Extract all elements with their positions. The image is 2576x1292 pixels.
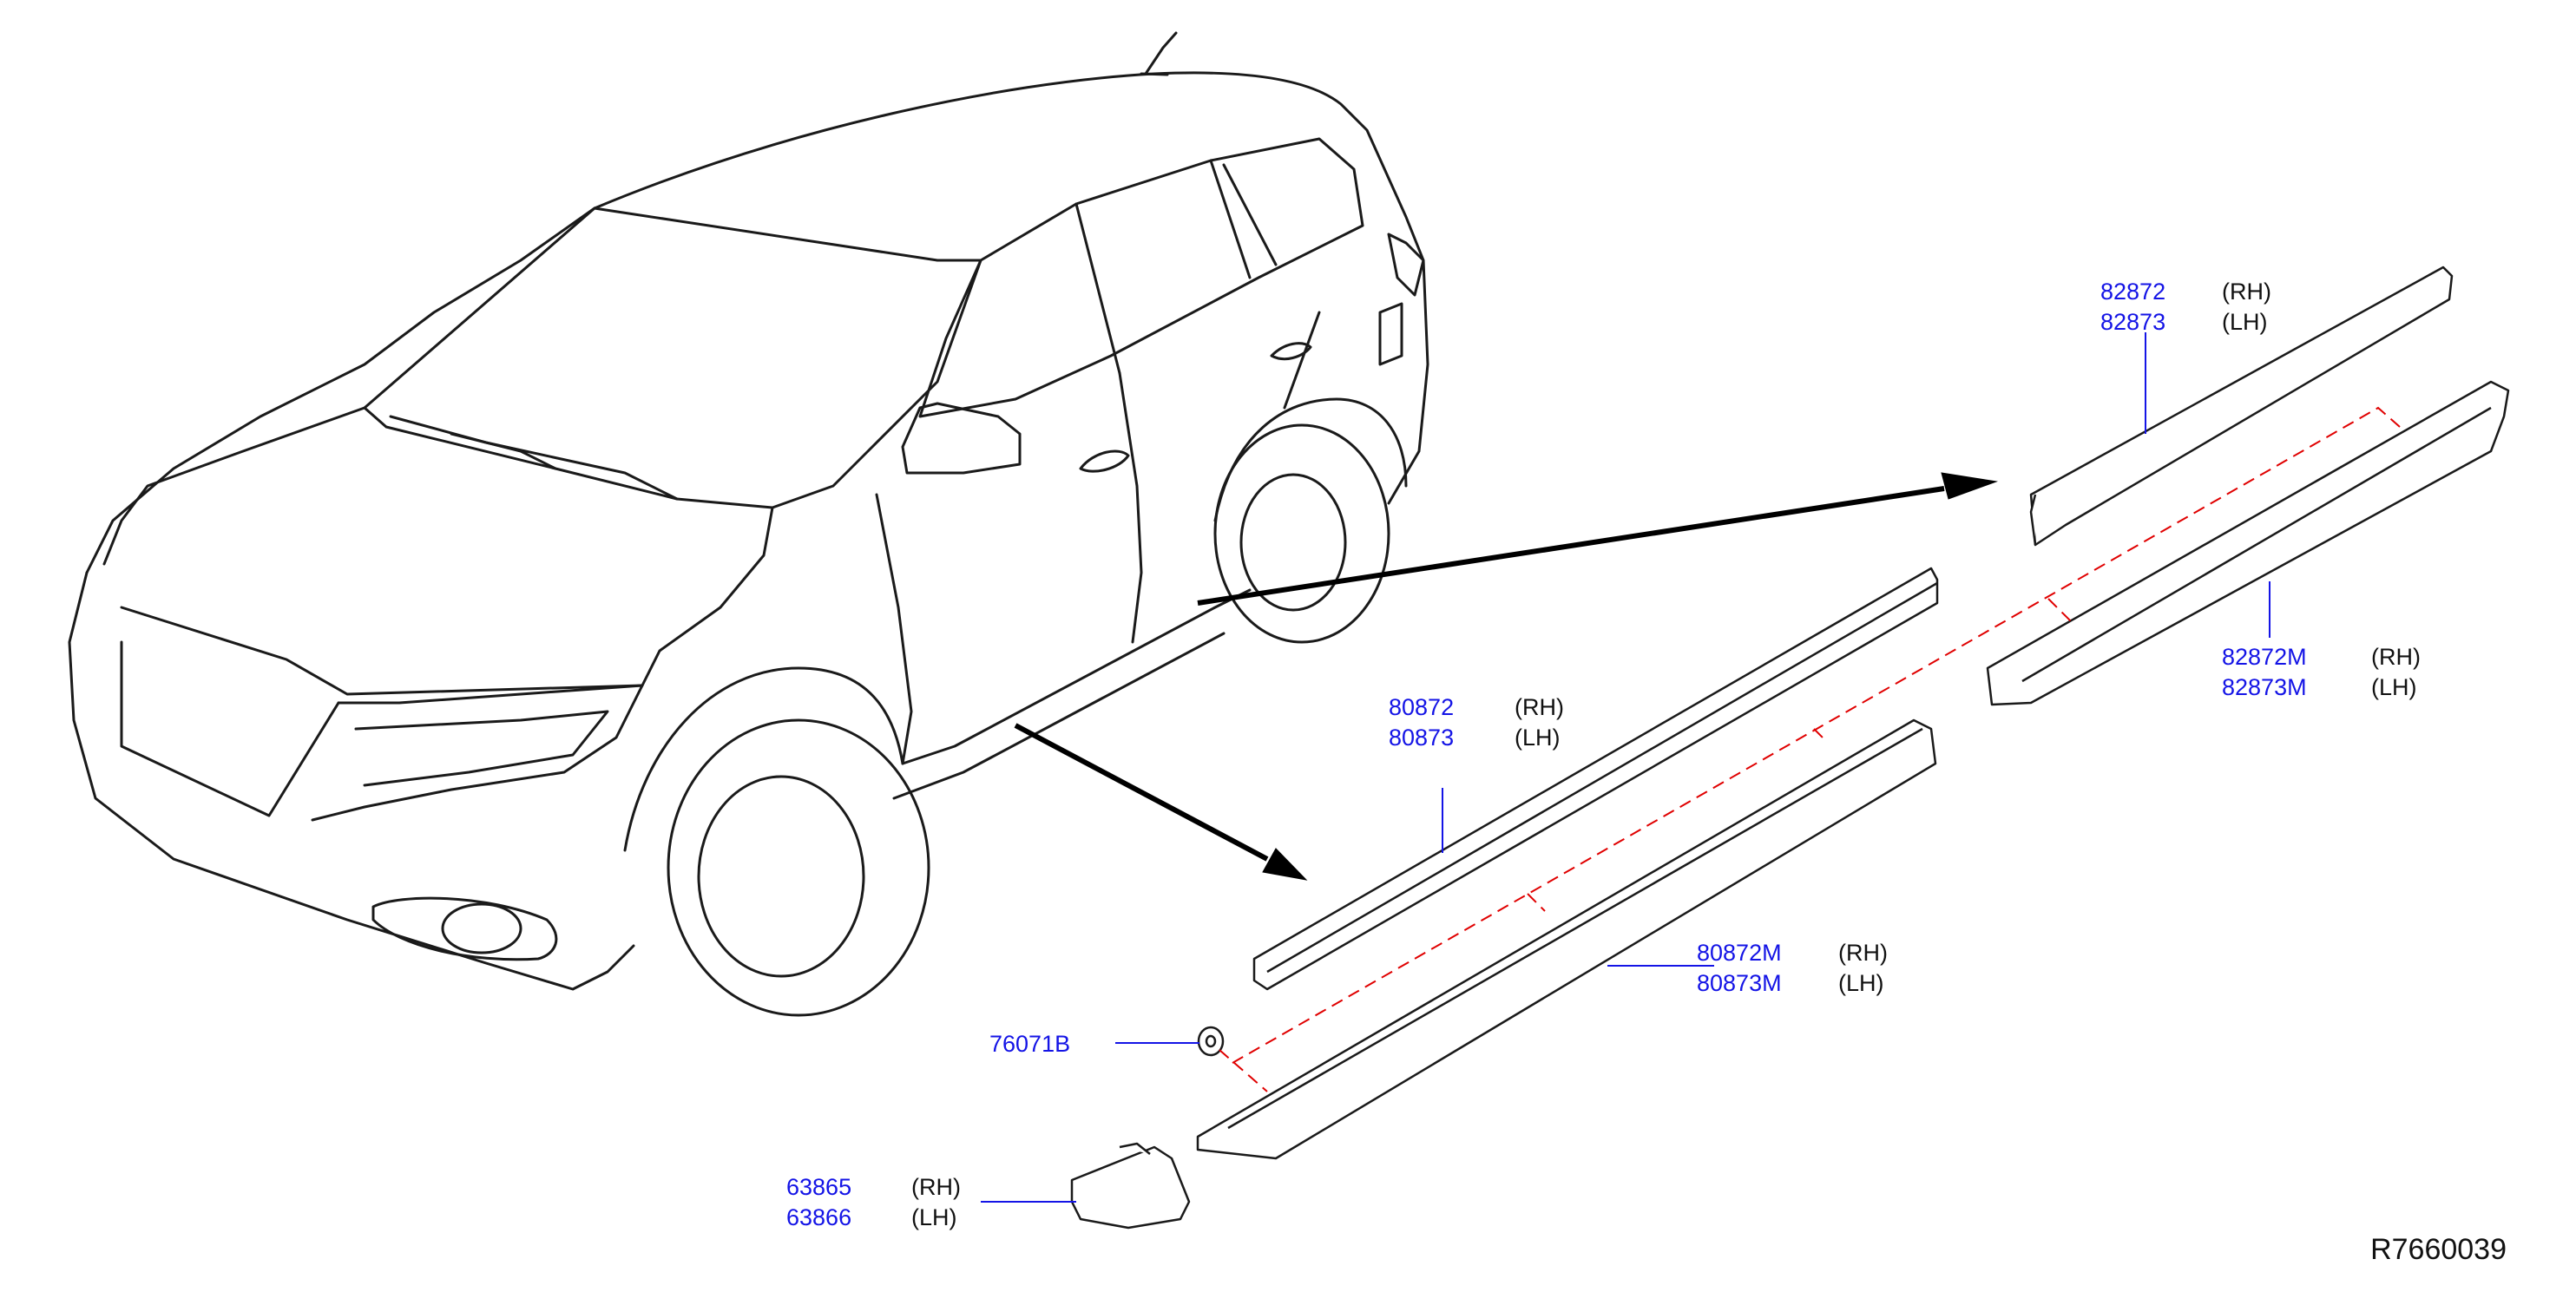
diagram-code: R7660039 <box>2370 1233 2507 1266</box>
front-molding-lower <box>1196 718 1937 1160</box>
side-lh-82873: (LH) <box>2222 309 2268 335</box>
side-rh-80872m: (RH) <box>1838 940 1888 966</box>
side-lh-82873m: (LH) <box>2371 674 2417 700</box>
side-rh-82872m: (RH) <box>2371 644 2421 670</box>
dashed-guides <box>1219 406 2401 1092</box>
part-number-80872m: 80872M <box>1697 940 1782 966</box>
leader-lines <box>981 332 2270 1203</box>
part-number-80873: 80873 <box>1389 725 1455 751</box>
part-number-82873: 82873 <box>2100 309 2166 335</box>
part-number-82873m: 82873M <box>2222 674 2307 700</box>
side-rh-63865: (RH) <box>911 1174 961 1200</box>
part-number-76071b: 76071B <box>989 1031 1071 1057</box>
part-number-80872: 80872 <box>1389 694 1455 720</box>
part-number-63866: 63866 <box>786 1204 852 1230</box>
side-lh-63866: (LH) <box>911 1204 957 1230</box>
part-number-80873m: 80873M <box>1697 970 1782 996</box>
pointer-arrows <box>1014 472 1998 881</box>
part-number-82872: 82872 <box>2100 279 2166 305</box>
side-rh-80872: (RH) <box>1515 694 1564 720</box>
side-rh-82872: (RH) <box>2222 279 2271 305</box>
mud-guard-63865 <box>1070 1142 1191 1230</box>
side-lh-80873m: (LH) <box>1838 970 1884 996</box>
rear-molding-upper <box>2029 266 2454 547</box>
part-number-63865: 63865 <box>786 1174 852 1200</box>
front-molding-upper <box>1252 567 1939 991</box>
vehicle-outline <box>68 31 1429 1017</box>
rear-molding-lower <box>1986 380 2510 706</box>
part-number-82872m: 82872M <box>2222 644 2307 670</box>
side-lh-80873: (LH) <box>1515 725 1561 751</box>
clip-76071b <box>1197 1026 1225 1057</box>
